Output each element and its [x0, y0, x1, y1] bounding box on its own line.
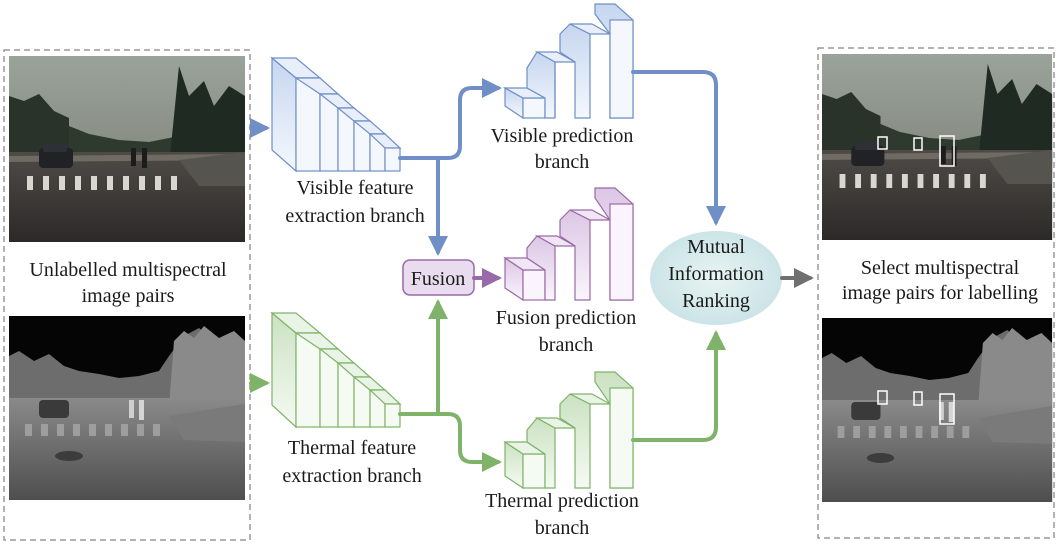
output-label-line2: image pairs for labelling	[842, 282, 1038, 304]
detection-boxes-thermal	[877, 390, 955, 425]
fusion-prediction-block	[503, 187, 634, 302]
visible-prediction-block	[502, 3, 634, 120]
arrow-visible-feature-to-prediction	[398, 78, 502, 160]
thermal-feature-label-line2: extraction branch	[282, 465, 421, 487]
arrow-visible-pred-to-mi	[631, 70, 726, 226]
thermal-image-output	[822, 318, 1053, 502]
mi-label-line1: Mutual	[687, 236, 745, 258]
fusion-pred-label-line1: Fusion prediction	[496, 307, 637, 329]
thermal-prediction-block	[503, 371, 634, 490]
arrow-thermal-pred-to-mi	[631, 330, 726, 442]
fusion-pred-label-line2: branch	[539, 334, 593, 356]
output-images-frame	[817, 47, 1055, 539]
thermal-feature-extraction-block	[270, 311, 402, 429]
visible-feature-extraction-block	[270, 56, 402, 173]
thermal-image-input	[9, 316, 245, 500]
visible-image-input	[9, 56, 245, 242]
mi-label-line2: Information	[668, 263, 764, 285]
visible-image-output	[822, 54, 1053, 240]
thermal-pred-label-line2: branch	[535, 517, 589, 539]
visible-feature-label-line2: extraction branch	[285, 205, 424, 227]
input-label-line1: Unlabelled multispectral	[29, 259, 227, 281]
visible-pred-label-line1: Visible prediction	[491, 125, 634, 147]
detection-boxes-visible	[877, 135, 955, 167]
input-label-line2: image pairs	[82, 285, 175, 307]
visible-pred-label-line2: branch	[535, 151, 589, 173]
visible-feature-label-line1: Visible feature	[296, 177, 413, 199]
arrow-thermal-feature-to-prediction	[398, 412, 502, 472]
fusion-label: Fusion	[411, 268, 465, 290]
input-images-frame	[3, 49, 251, 541]
mutual-information-ranking-node	[650, 231, 782, 325]
thermal-pred-label-line1: Thermal prediction	[485, 490, 639, 512]
mi-label-line3: Ranking	[682, 290, 750, 312]
output-label-line1: Select multispectral	[861, 257, 1020, 279]
thermal-feature-label-line1: Thermal feature	[288, 437, 416, 459]
